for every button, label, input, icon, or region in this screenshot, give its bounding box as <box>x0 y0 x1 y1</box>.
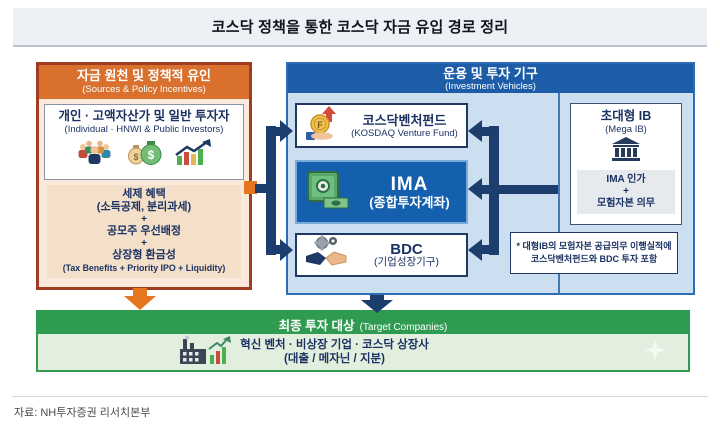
coin-fund-icon: F <box>305 105 343 146</box>
svg-text:$: $ <box>148 148 155 162</box>
connector-line <box>266 126 276 255</box>
factory-chart-icon <box>179 335 232 370</box>
bank-icon <box>571 137 681 167</box>
footnote-box: * 대형IB의 모험자본 공급의무 이행실적에 코스닥벤처펀드와 BDC 투자 … <box>510 232 678 274</box>
bdc-box: BDC (기업성장기구) <box>295 233 468 277</box>
venture-fund-box: F 코스닥벤처펀드 (KOSDAQ Venture Fund) <box>295 103 468 148</box>
venture-fund-title: 코스닥벤처펀드 <box>362 112 447 128</box>
plus-sign: + <box>623 186 629 197</box>
connector-line <box>274 245 282 254</box>
target-line: 혁신 벤처 · 비상장 기업 · 코스닥 상장사 <box>240 339 429 351</box>
connector-line <box>133 288 147 297</box>
sources-panel-header: 자금 원천 및 정책적 유인 (Sources & Policy Incenti… <box>39 65 249 99</box>
target-line: (대출 / 메자닌 / 지분) <box>284 353 385 365</box>
mega-ib-title: 초대형 IB <box>600 109 652 123</box>
connector-line <box>489 126 499 255</box>
plus-sign: + <box>141 238 147 249</box>
connector-line <box>481 127 490 136</box>
arrow-to-venture-fund-right <box>468 120 482 142</box>
mega-ib-subtitle: (Mega IB) <box>605 124 647 135</box>
vehicles-panel: 운용 및 투자 기구 (Investment Vehicles) F 코스닥벤처… <box>286 62 695 295</box>
bdc-subtitle: (기업성장기구) <box>374 256 439 268</box>
connector-line <box>370 295 384 301</box>
people-group-icon <box>76 139 114 170</box>
svg-text:F: F <box>317 120 323 130</box>
connector-line <box>481 245 490 254</box>
source-connector-stub <box>244 181 257 194</box>
footnote-line: 코스닥벤처펀드와 BDC 투자 포함 <box>530 254 658 264</box>
target-panel-body: 혁신 벤처 · 비상장 기업 · 코스닥 상장사 (대출 / 메자닌 / 지분) <box>38 334 688 370</box>
target-panel: 최종 투자 대상 (Target Companies) <box>36 310 690 372</box>
sources-title: 자금 원천 및 정책적 유인 <box>76 68 212 83</box>
arrow-sources-to-targets <box>124 296 156 310</box>
handshake-gears-icon <box>305 235 347 276</box>
investors-icons: $ $ <box>45 139 243 170</box>
incentive-line: 세제 혜택 <box>122 188 166 200</box>
footer-divider <box>12 396 708 397</box>
arrow-to-venture-fund <box>280 120 293 142</box>
req-line: IMA 인가 <box>606 174 646 185</box>
safe-icon <box>305 170 351 215</box>
target-panel-header: 최종 투자 대상 (Target Companies) <box>38 312 688 334</box>
investors-box: 개인 · 고액자산가 및 일반 투자자 (Individual · HNWI &… <box>44 104 244 180</box>
investors-subtitle: (Individual · HNWI & Public Investors) <box>64 124 224 135</box>
arrow-to-bdc-right <box>468 239 482 261</box>
source-caption: 자료: NH투자증권 리서치본부 <box>14 407 151 419</box>
vehicles-title: 운용 및 투자 기구 <box>443 66 538 81</box>
page-title: 코스닥 정책을 통한 코스닥 자금 유입 경로 정리 <box>13 8 707 47</box>
ima-title: IMA <box>390 174 429 195</box>
sources-subtitle: (Sources & Policy Incentives) <box>82 84 206 95</box>
investors-title: 개인 · 고액자산가 및 일반 투자자 <box>58 109 230 123</box>
mega-ib-box: 초대형 IB (Mega IB) IMA 인가 + 모험자본 의무 <box>570 103 682 225</box>
incentive-line: (소득공제, 분리과세) <box>96 201 192 213</box>
venture-fund-subtitle: (KOSDAQ Venture Fund) <box>351 127 458 139</box>
ima-license-box: IMA 인가 + 모험자본 의무 <box>577 170 675 214</box>
target-title: 최종 투자 대상 <box>278 319 355 333</box>
arrow-to-ima <box>468 178 482 200</box>
connector-line <box>481 185 558 194</box>
connector-line <box>274 127 282 136</box>
req-line: 모험자본 의무 <box>597 198 655 209</box>
money-bags-icon: $ $ <box>126 139 162 170</box>
ima-box: IMA (종합투자계좌) <box>295 160 468 224</box>
connector-line <box>255 184 267 193</box>
ima-subtitle: (종합투자계좌) <box>369 195 450 210</box>
arrow-vehicles-to-targets <box>361 300 393 313</box>
sparkle-icon <box>644 339 666 366</box>
panel-divider <box>558 93 560 293</box>
incentives-box: 세제 혜택 (소득공제, 분리과세) + 공모주 우선배정 + 상장형 환금성 … <box>47 185 241 278</box>
vehicles-subtitle: (Investment Vehicles) <box>445 81 536 92</box>
target-subtitle: (Target Companies) <box>359 322 448 333</box>
incentive-line: 상장형 환금성 <box>112 249 176 261</box>
incentives-subtitle: (Tax Benefits + Priority IPO + Liquidity… <box>62 263 226 273</box>
arrow-to-bdc <box>280 239 293 261</box>
sources-panel: 자금 원천 및 정책적 유인 (Sources & Policy Incenti… <box>36 62 252 290</box>
vehicles-panel-header: 운용 및 투자 기구 (Investment Vehicles) <box>288 64 693 93</box>
growth-chart-icon <box>174 139 212 170</box>
plus-sign: + <box>141 214 147 225</box>
bdc-title: BDC <box>390 241 423 258</box>
svg-text:$: $ <box>133 152 138 162</box>
footnote-line: * 대형IB의 모험자본 공급의무 이행실적에 <box>516 241 672 251</box>
incentive-line: 공모주 우선배정 <box>107 225 181 237</box>
